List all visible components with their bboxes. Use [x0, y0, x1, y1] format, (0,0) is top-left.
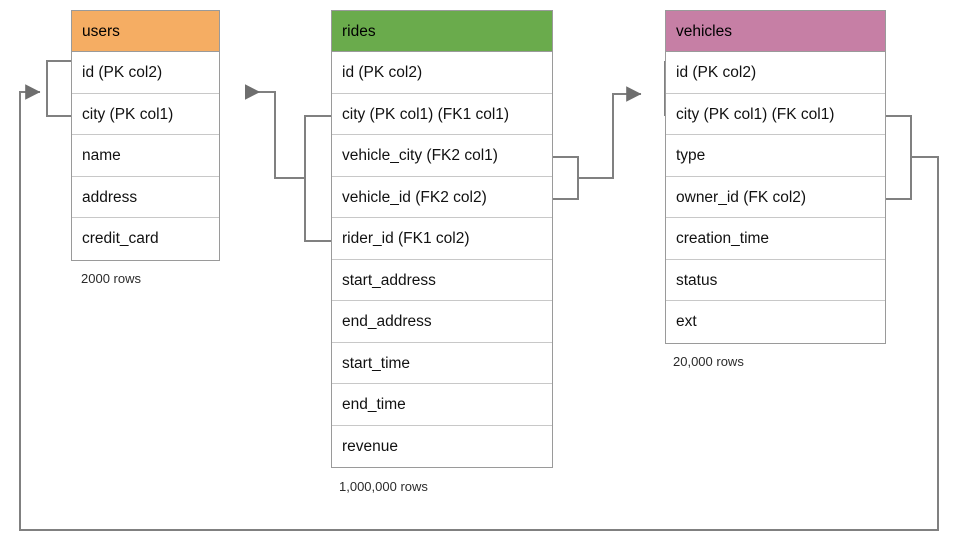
vehicles-fk-bracket: [886, 115, 912, 200]
vehicles-rows-label: 20,000 rows: [673, 354, 744, 369]
column-users-name[interactable]: name: [72, 135, 219, 177]
wire-rides-fk1-to-users: [245, 84, 305, 179]
users-rows-label: 2000 rows: [81, 271, 141, 286]
column-users-address[interactable]: address: [72, 176, 219, 218]
users-key-bracket: [46, 60, 71, 117]
column-rides-id[interactable]: id (PK col2): [332, 52, 552, 94]
column-rides-rider-id[interactable]: rider_id (FK1 col2): [332, 218, 552, 260]
column-vehicles-id[interactable]: id (PK col2): [666, 52, 885, 94]
wire-rides-fk2-to-vehicles: [578, 86, 642, 179]
column-vehicles-ext[interactable]: ext: [666, 301, 885, 343]
table-vehicles[interactable]: vehicles id (PK col2) city (PK col1) (FK…: [665, 10, 886, 344]
column-vehicles-type[interactable]: type: [666, 135, 885, 177]
column-rides-vehicle-id[interactable]: vehicle_id (FK2 col2): [332, 176, 552, 218]
rides-fk1-bracket: [304, 115, 331, 242]
column-users-city[interactable]: city (PK col1): [72, 93, 219, 135]
table-vehicles-title: vehicles: [666, 11, 885, 52]
column-vehicles-owner-id[interactable]: owner_id (FK col2): [666, 176, 885, 218]
column-rides-revenue[interactable]: revenue: [332, 425, 552, 467]
table-rides[interactable]: rides id (PK col2) city (PK col1) (FK1 c…: [331, 10, 553, 468]
table-users[interactable]: users id (PK col2) city (PK col1) name a…: [71, 10, 220, 261]
column-users-id[interactable]: id (PK col2): [72, 52, 219, 94]
column-rides-vehicle-city[interactable]: vehicle_city (FK2 col1): [332, 135, 552, 177]
column-rides-city[interactable]: city (PK col1) (FK1 col1): [332, 93, 552, 135]
column-rides-start-address[interactable]: start_address: [332, 259, 552, 301]
column-vehicles-city[interactable]: city (PK col1) (FK col1): [666, 93, 885, 135]
column-rides-end-time[interactable]: end_time: [332, 384, 552, 426]
table-rides-title: rides: [332, 11, 552, 52]
column-vehicles-creation-time[interactable]: creation_time: [666, 218, 885, 260]
column-vehicles-status[interactable]: status: [666, 259, 885, 301]
rides-fk2-bracket: [553, 156, 579, 200]
column-rides-start-time[interactable]: start_time: [332, 342, 552, 384]
column-rides-end-address[interactable]: end_address: [332, 301, 552, 343]
table-users-title: users: [72, 11, 219, 52]
column-users-credit-card[interactable]: credit_card: [72, 218, 219, 260]
rides-rows-label: 1,000,000 rows: [339, 479, 428, 494]
